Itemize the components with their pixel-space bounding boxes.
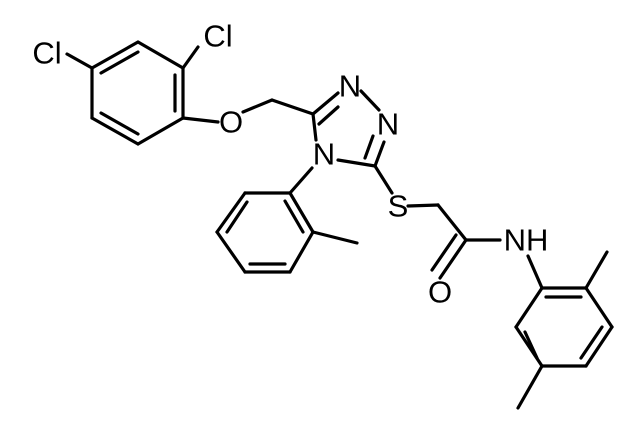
bond-nh-aryl bbox=[526, 254, 544, 290]
bond-tolyl-methyl bbox=[311, 230, 359, 245]
bond-aryl-methyl-ortho bbox=[584, 250, 609, 290]
atom-cl-para: Cl bbox=[32, 36, 61, 71]
triazole-ring bbox=[311, 89, 386, 168]
bond-s-ch2 bbox=[406, 203, 440, 208]
bond-o-ch2 bbox=[241, 98, 274, 114]
dimethylphenyl-ring bbox=[514, 286, 614, 368]
atom-n-triazole-1: N bbox=[339, 69, 361, 104]
bond-c3-s bbox=[373, 164, 394, 195]
bond-carbonyl-o-2 bbox=[430, 233, 458, 272]
bond-n4-tolyl bbox=[288, 166, 314, 195]
bond-ccl-ortho bbox=[181, 45, 200, 70]
bond-ch2-carbonyl bbox=[436, 203, 468, 242]
bond-aryl-o bbox=[181, 116, 220, 124]
tolyl-ring bbox=[215, 191, 315, 274]
bond-ccl-para bbox=[65, 52, 94, 70]
atom-cl-ortho: Cl bbox=[203, 19, 232, 54]
bond-ch2-c5 bbox=[270, 98, 315, 116]
atom-n-triazole-2: N bbox=[377, 107, 399, 142]
bond-carbonyl-o-1 bbox=[438, 238, 468, 280]
atom-n-triazole-4: N bbox=[313, 137, 335, 172]
atom-s-thioether: S bbox=[388, 189, 409, 224]
dichlorophenyl-ring bbox=[90, 40, 185, 146]
atom-o-ether: O bbox=[219, 105, 243, 140]
atom-o-carbonyl: O bbox=[428, 275, 452, 310]
atom-nh-amide: NH bbox=[504, 223, 549, 258]
bond-aryl-methyl-meta bbox=[516, 364, 544, 410]
